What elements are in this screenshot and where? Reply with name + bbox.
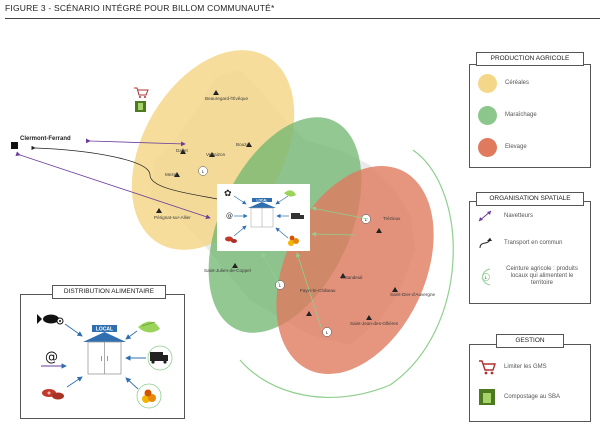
town-saint-jean: Saint-Jean-des-Ollières (350, 321, 399, 326)
svg-text:L: L (326, 330, 329, 335)
truck-icon (150, 352, 168, 364)
leaf-icon (138, 321, 160, 333)
belt-icon: L (482, 268, 491, 285)
legend-gestion-title: GESTION (496, 334, 564, 348)
legend-cereals: Céréales (478, 74, 529, 93)
compost-icon (479, 389, 495, 405)
legend-market-garden: Maraîchage (478, 106, 537, 125)
legend-public-transport: Transport en commun (478, 236, 566, 250)
svg-text:L: L (485, 274, 488, 279)
legend-commuters: Navetteurs (478, 210, 533, 222)
legend-livestock: Elevage (478, 138, 527, 157)
svg-text:L: L (365, 217, 368, 222)
town-estandeuil: Estandeuil (341, 275, 362, 280)
fish-icon: ✿ (224, 188, 232, 198)
legend-organisation-panel (469, 201, 591, 304)
legend-production-title: PRODUCTION AGRICOLE (476, 52, 584, 66)
commuter-arrow (85, 138, 186, 147)
title-rule (5, 18, 600, 19)
public-transport-line (31, 145, 223, 201)
town-fayet: Fayet-le-Château (300, 288, 336, 293)
livestock-zone (276, 166, 434, 374)
commuter-arrow-icon (478, 210, 492, 222)
shop-roof (83, 332, 126, 342)
town-tridoux: Trézioux (383, 216, 401, 221)
commuter-arrow (15, 151, 211, 220)
at-icon: @ (226, 212, 233, 220)
legend-compost: Compostage au SBA (478, 388, 560, 406)
legend-agricultural-belt: L Ceinture agricole : produits locaux qu… (478, 266, 580, 287)
legend-gestion-panel (469, 344, 591, 422)
town-vertaizon: Vertaizon (206, 152, 226, 157)
fish-icon (37, 314, 64, 325)
town-beauregard: Beauregard-l'Évêque (205, 95, 248, 101)
figure-title: FIGURE 3 - SCÉNARIO INTÉGRÉ POUR BILLOM … (5, 3, 275, 13)
meat-icon (42, 389, 64, 400)
agricultural-belt (239, 149, 454, 398)
clermont-label: Clermont-Ferrand (20, 136, 71, 142)
cereals-swatch (478, 74, 497, 93)
svg-text:L: L (202, 169, 205, 174)
at-icon: @ (45, 350, 58, 365)
legend-limit-gms: Limiter les GMS (478, 359, 547, 375)
town-dallet: Dallet (176, 148, 188, 153)
market-garden-swatch (478, 106, 497, 125)
produce-icon (142, 389, 156, 403)
transport-arrow-icon (479, 237, 492, 249)
distribution-diagram: LOCAL @ (37, 314, 173, 409)
town-saint-dier: Saint-Dier-d'Auvergne (390, 292, 435, 297)
local-markers: L L L L (198, 166, 371, 337)
svg-text:LOCAL: LOCAL (257, 198, 268, 202)
svg-text:L: L (279, 283, 282, 288)
svg-text:LOCAL: LOCAL (96, 326, 113, 332)
clermont-marker (11, 142, 18, 149)
distribution-title: DISTRIBUTION ALIMENTAIRE (52, 285, 166, 299)
legend-organisation-title: ORGANISATION SPATIALE (476, 192, 584, 206)
town-pereignat: Pérignat-sur-Allier (154, 215, 191, 220)
local-badge (92, 325, 117, 332)
livestock-swatch (478, 138, 497, 157)
town-bouzel: Bouzel (236, 142, 250, 147)
town-saint-julien: Saint-Julien-de-Coppel (204, 268, 251, 273)
cart-icon (479, 360, 496, 375)
town-mezel: Mezel (165, 172, 177, 177)
map-cart-icon (134, 87, 149, 98)
